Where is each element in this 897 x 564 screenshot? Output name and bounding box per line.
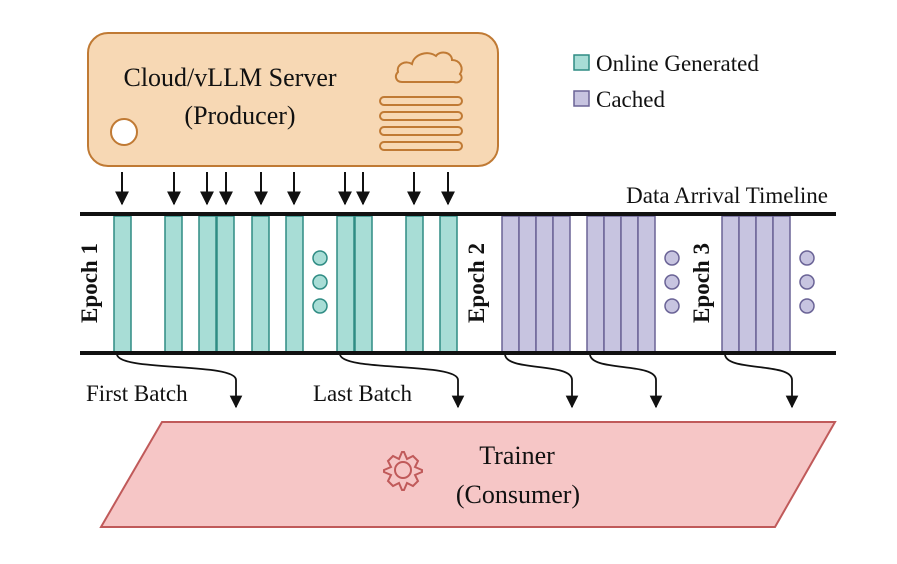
online-batch (285, 215, 304, 353)
cached-arrow (504, 353, 579, 409)
online-batch (216, 215, 235, 353)
producer-arrows (115, 172, 455, 206)
last-batch-label: Last Batch (313, 381, 412, 406)
online-bars (113, 215, 458, 353)
legend: Online Generated Cached (573, 51, 759, 112)
ellipsis-cached-epoch2 (664, 250, 680, 314)
online-batch (405, 215, 424, 353)
timeline-label: Data Arrival Timeline (626, 183, 828, 208)
epoch-1-label: Epoch 1 (77, 243, 102, 323)
cached-batch (755, 215, 774, 353)
cached-batch (501, 215, 520, 353)
cached-batch (738, 215, 757, 353)
last-batch-arrow (339, 353, 465, 409)
cached-bars (501, 215, 791, 353)
online-batch (113, 215, 132, 353)
ellipsis-cached-epoch3 (799, 250, 815, 314)
ellipsis-online (312, 250, 328, 314)
epoch-2-label: Epoch 2 (464, 243, 489, 323)
cached-batch (772, 215, 791, 353)
online-batch (354, 215, 373, 353)
consumer-box: Trainer (Consumer) (99, 421, 837, 528)
producer-subtitle: (Producer) (184, 101, 295, 130)
cached-arrow (724, 353, 799, 409)
online-batch (336, 215, 355, 353)
cached-batch (620, 215, 639, 353)
legend-label-cached: Cached (596, 87, 665, 112)
cloud-icon (394, 51, 463, 84)
legend-swatch-cached (573, 90, 590, 107)
consumer-arrows (116, 353, 799, 409)
first-batch-arrow (116, 353, 243, 409)
cached-batch (518, 215, 537, 353)
online-batch (439, 215, 458, 353)
gear-icon (383, 451, 423, 491)
producer-title: Cloud/vLLM Server (123, 63, 336, 92)
cached-batch (603, 215, 622, 353)
cached-batch (586, 215, 605, 353)
server-lines-icon (379, 96, 463, 151)
first-batch-label: First Batch (86, 381, 188, 406)
legend-label-online: Online Generated (596, 51, 759, 76)
cached-batch (721, 215, 740, 353)
cached-batch (535, 215, 554, 353)
cached-batch (552, 215, 571, 353)
cached-arrow (589, 353, 663, 409)
consumer-subtitle: (Consumer) (456, 480, 580, 509)
online-batch (251, 215, 270, 353)
circle-icon (110, 118, 138, 146)
consumer-title: Trainer (479, 441, 555, 470)
cached-batch (637, 215, 656, 353)
online-batch (164, 215, 183, 353)
legend-swatch-online (573, 54, 590, 71)
producer-box: Cloud/vLLM Server (Producer) (87, 32, 499, 167)
online-batch (198, 215, 217, 353)
epoch-3-label: Epoch 3 (689, 243, 714, 323)
